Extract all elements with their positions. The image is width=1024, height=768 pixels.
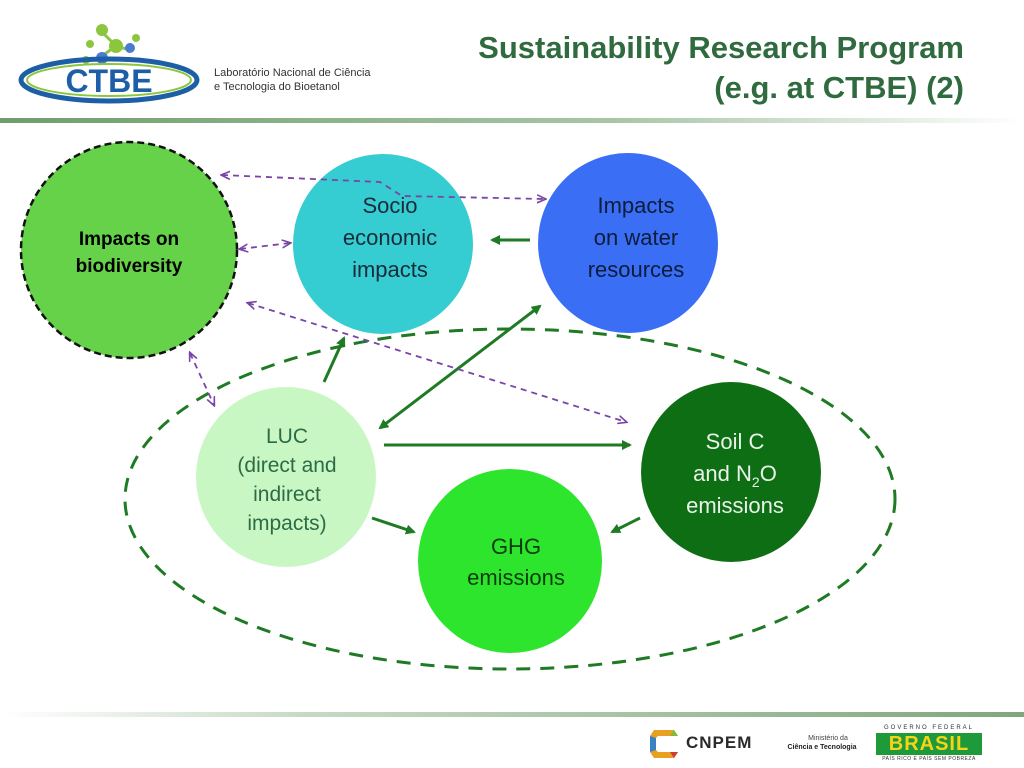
ministry-line-1: Ministério da [808, 735, 848, 742]
header-divider [0, 118, 1024, 123]
arrow-soil-to-ghg [610, 516, 641, 534]
label-luc: LUC (direct and indirect impacts) [237, 425, 336, 535]
institution-line-2: e Tecnologia do Bioetanol [214, 81, 340, 93]
arrow-luc-to-socio [322, 336, 346, 383]
footer-divider [0, 712, 1024, 717]
label-water-resources: Impacts on water resources [588, 193, 685, 282]
page-title: Sustainability Research Program (e.g. at… [344, 28, 964, 108]
arrow-luc-to-ghg [371, 516, 416, 535]
label-soil-emissions: Soil C and N2O emissions [686, 429, 784, 518]
brasil-logo-text: BRASIL [888, 733, 970, 755]
svg-text:LUC: LUC [266, 425, 308, 448]
svg-text:impacts): impacts) [247, 512, 326, 535]
svg-text:impacts: impacts [352, 257, 428, 282]
label-socio-economic: Socio economic impacts [343, 193, 437, 282]
node-water-resources [538, 153, 718, 333]
label-biodiversity: Impacts on biodiversity [76, 229, 183, 277]
institution-line-1: Laboratório Nacional de Ciência [214, 67, 371, 79]
arrow-biodiversity-luc [190, 353, 214, 405]
brasil-logo: BRASIL [876, 733, 982, 755]
title-line-2: (e.g. at CTBE) (2) [714, 70, 964, 105]
svg-text:resources: resources [588, 257, 685, 282]
gov-label: GOVERNO FEDERAL [883, 725, 974, 731]
label-ghg-emissions: GHG emissions [467, 534, 565, 590]
brasil-slogan: PAÍS RICO É PAÍS SEM POBREZA [882, 756, 976, 762]
node-biodiversity [19, 140, 239, 360]
ctbe-logo: CTBE [18, 24, 200, 104]
svg-text:GHG: GHG [491, 534, 541, 559]
institution-name: Laboratório Nacional de Ciência e Tecnol… [214, 66, 371, 94]
svg-text:economic: economic [343, 225, 437, 250]
node-soil-emissions [641, 382, 821, 562]
svg-text:and N2O: and N2O [693, 461, 777, 490]
arrow-biodiversity-socio [240, 243, 290, 249]
svg-text:on water: on water [594, 225, 678, 250]
arrow-biodiversity-water [222, 175, 545, 199]
arrow-biodiversity-soil [248, 303, 626, 422]
svg-text:indirect: indirect [253, 483, 321, 506]
svg-text:Socio: Socio [362, 193, 417, 218]
svg-text:Impacts: Impacts [597, 193, 674, 218]
svg-text:emissions: emissions [467, 565, 565, 590]
ctbe-logo-text: CTBE [65, 63, 152, 99]
ministry-line-2: Ciência e Tecnologia [787, 744, 857, 751]
node-ghg-emissions [418, 469, 602, 653]
svg-text:biodiversity: biodiversity [76, 256, 183, 277]
svg-text:(direct and: (direct and [237, 454, 336, 477]
cnpem-label: CNPEM [686, 733, 753, 752]
svg-text:Soil C: Soil C [706, 429, 765, 454]
cnpem-logo-icon [650, 730, 678, 758]
svg-text:emissions: emissions [686, 493, 784, 518]
title-line-1: Sustainability Research Program [478, 30, 964, 65]
node-luc [196, 387, 376, 567]
svg-text:Impacts on: Impacts on [79, 229, 179, 250]
